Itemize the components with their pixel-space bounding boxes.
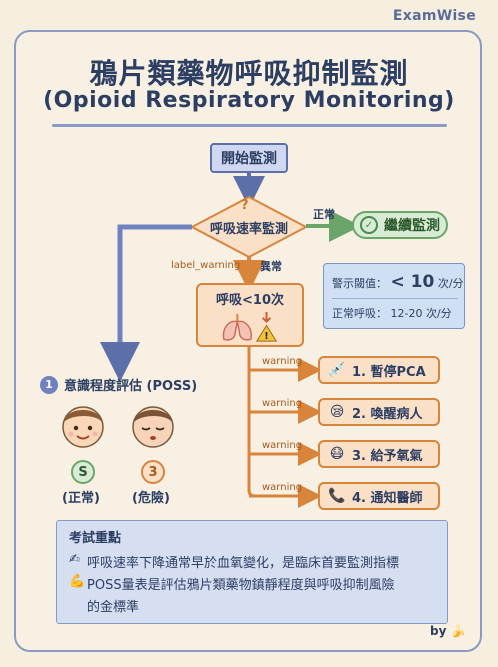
pencil-icon: ✍ [69, 552, 80, 567]
syringe-icon: 💉 [328, 362, 346, 378]
poss-s-caption: (正常) [62, 491, 100, 506]
warning-tag-2: warning [262, 398, 303, 409]
poss-3-caption: (危險) [132, 491, 170, 506]
info-divider [332, 297, 458, 299]
drowsy-face-icon [132, 406, 174, 448]
exam-point-1: ✍ 呼吸速率下降通常早於血氧變化，是臨床首要監測指標 [69, 552, 435, 571]
poss-3-badge: 3 [141, 460, 165, 484]
exam-key-points: 考試重點 ✍ 呼吸速率下降通常早於血氧變化，是臨床首要監測指標 💪 POSS量表… [56, 520, 448, 624]
action-label-1: 1. 暫停PCA [352, 364, 426, 380]
normal-label: 正常 [313, 208, 335, 221]
action-pause-pca: 💉 1. 暫停PCA [318, 356, 440, 384]
check-icon: ✓ [360, 216, 378, 234]
muscle-icon: 💪 [69, 574, 86, 589]
page-title: 鴉片類藥物呼吸抑制監測 [89, 57, 409, 90]
action-label-3: 3. 給予氧氣 [352, 448, 423, 464]
alarm-label: 警示閾值： [332, 276, 387, 290]
continue-monitoring-box: ✓ 繼續監測 [352, 211, 448, 239]
alarm-threshold-line: 警示閾值： < 10 次/分 [332, 272, 464, 292]
normal-breathing-label: 正常呼吸： [332, 306, 387, 320]
action-label-2: 2. 喚醒病人 [352, 406, 423, 422]
poss-s-badge: S [71, 460, 95, 484]
oxygen-mask-icon: 😷 [329, 446, 345, 462]
exam-point-2-text: POSS量表是評估鴉片類藥物鎮靜程度與呼吸抑制風險 [87, 578, 395, 593]
lungs-warning-icon: ! [222, 311, 278, 342]
banana-icon: 🍌 [450, 624, 466, 638]
abnormal-label: 異常 [260, 260, 282, 273]
low-respiration-box: 呼吸<10次 ! [196, 283, 304, 347]
decision-label: 呼吸速率監測 [209, 222, 288, 237]
poss-title: 1 意識程度評估 (POSS) [40, 375, 197, 394]
exam-point-2: 💪 POSS量表是評估鴉片類藥物鎮靜程度與呼吸抑制風險 [69, 574, 435, 593]
action-label-4: 4. 通知醫師 [352, 490, 423, 506]
byline: by 🍌 [430, 624, 466, 638]
low-respiration-label: 呼吸<10次 [216, 293, 284, 308]
action-wake-patient: 😪 2. 喚醒病人 [318, 398, 440, 426]
normal-breathing-value: 12-20 次/分 [390, 306, 452, 320]
doctor-phone-icon: 📞 [328, 488, 346, 504]
threshold-info-box: 警示閾值： < 10 次/分 正常呼吸： 12-20 次/分 [323, 263, 465, 329]
alarm-unit: 次/分 [437, 276, 464, 290]
warning-tag-4: warning [262, 482, 303, 493]
sleepy-face-icon: 😪 [329, 404, 345, 420]
exam-title: 考試重點 [69, 531, 122, 546]
normal-breathing-line: 正常呼吸： 12-20 次/分 [332, 305, 452, 321]
title-underline [52, 124, 447, 127]
action-notify-doctor: 📞 4. 通知醫師 [318, 482, 440, 510]
question-icon: ? [241, 198, 249, 213]
exam-point-2-cont: 的金標準 [69, 596, 435, 615]
svg-text:!: ! [264, 331, 268, 342]
alarm-value: < 10 [390, 271, 435, 292]
poss-title-label: 意識程度評估 (POSS) [64, 379, 198, 394]
page-subtitle: (Opioid Respiratory Monitoring) [43, 88, 455, 113]
warning-tag-1: warning [262, 356, 303, 367]
byline-text: by [430, 624, 447, 638]
action-give-oxygen: 😷 3. 給予氧氣 [318, 440, 440, 468]
start-monitoring-box: 開始監測 [210, 143, 288, 173]
exam-point-2-text-cont: 的金標準 [87, 600, 140, 615]
warning-tag-3: warning [262, 440, 303, 451]
brand-logo: ExamWise [392, 8, 476, 24]
continue-label: 繼續監測 [384, 218, 440, 234]
label-warning-tag: label_warning [171, 260, 241, 271]
alert-face-icon [62, 406, 104, 448]
exam-point-1-text: 呼吸速率下降通常早於血氧變化，是臨床首要監測指標 [87, 556, 400, 571]
step-number-badge: 1 [40, 375, 58, 394]
